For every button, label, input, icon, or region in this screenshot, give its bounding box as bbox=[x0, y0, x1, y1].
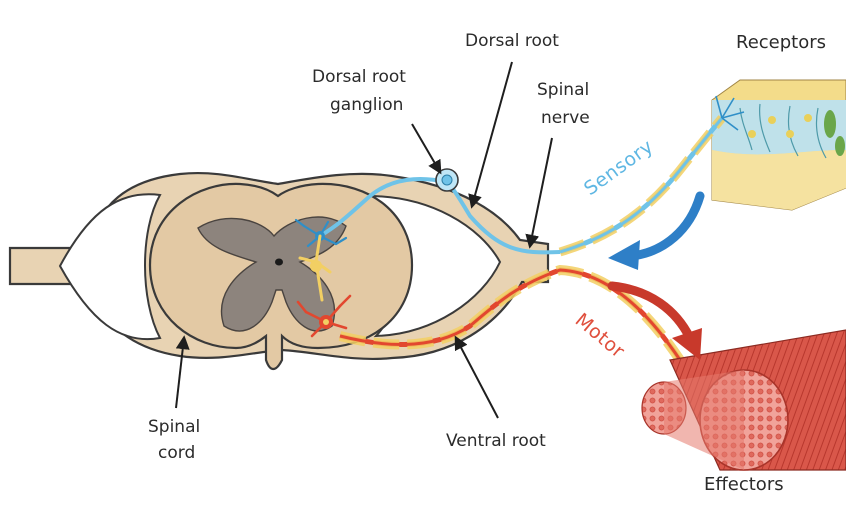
pointer-spinal-nerve bbox=[525, 137, 553, 249]
label-effectors: Effectors bbox=[704, 474, 784, 495]
label-sensory: Sensory bbox=[580, 135, 658, 200]
label-ventral-root: Ventral root bbox=[446, 431, 546, 451]
label-spinal-cord-line1: Spinal bbox=[148, 417, 200, 437]
sensory-direction-arrowhead bbox=[608, 240, 640, 270]
interneuron bbox=[298, 234, 332, 302]
effectors-muscle bbox=[641, 329, 846, 471]
label-dorsal-root: Dorsal root bbox=[465, 31, 559, 51]
pointer-dorsal-root-ganglion bbox=[411, 123, 442, 175]
sensory-direction-arrow bbox=[627, 191, 705, 261]
label-motor: Motor bbox=[571, 309, 629, 363]
label-receptors: Receptors bbox=[736, 32, 826, 53]
label-dorsal-root-ganglion-line1: Dorsal root bbox=[312, 67, 406, 87]
label-spinal-nerve-line1: Spinal bbox=[537, 80, 589, 100]
pointer-dorsal-root bbox=[468, 61, 513, 209]
label-spinal-cord-line2: cord bbox=[158, 443, 195, 463]
pointer-ventral-root bbox=[454, 335, 499, 419]
label-spinal-nerve-line2: nerve bbox=[541, 108, 590, 128]
motor-direction-arrowhead bbox=[672, 328, 702, 360]
pointer-spinal-cord bbox=[175, 335, 190, 409]
motor-direction-arrow bbox=[607, 281, 695, 343]
label-dorsal-root-ganglion-line2: ganglion bbox=[330, 95, 403, 115]
spinal-cord bbox=[148, 182, 414, 371]
receptors-skin bbox=[711, 79, 846, 211]
